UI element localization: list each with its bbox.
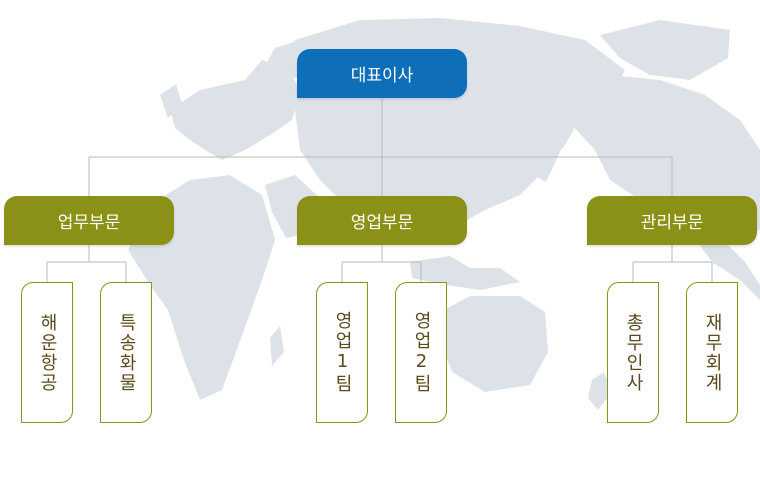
map-central-america xyxy=(690,232,760,300)
team-label-shipping-air: 해운항공 xyxy=(37,312,58,393)
team-label-sales-2: 영업2팀 xyxy=(411,311,432,394)
ceo-node: 대표이사 xyxy=(297,49,467,98)
department-node-operations: 업무부문 xyxy=(4,196,174,245)
team-label-general-hr: 총무인사 xyxy=(623,312,644,393)
department-label-management: 관리부문 xyxy=(640,213,704,233)
team-node-sales-1: 영업1팀 xyxy=(316,282,368,423)
team-label-finance-accounting: 재무회계 xyxy=(702,312,723,393)
map-japan xyxy=(530,136,560,182)
map-greenland xyxy=(600,20,730,80)
map-britain xyxy=(160,84,182,118)
map-alaska xyxy=(565,72,612,104)
department-node-sales: 영업부문 xyxy=(297,196,467,245)
team-node-general-hr: 총무인사 xyxy=(607,282,659,423)
team-label-express-cargo: 특송화물 xyxy=(116,312,137,393)
ceo-label: 대표이사 xyxy=(350,66,414,86)
team-node-sales-2: 영업2팀 xyxy=(395,282,447,423)
department-label-sales: 영업부문 xyxy=(350,213,414,233)
team-node-shipping-air: 해운항공 xyxy=(21,282,73,423)
map-australia xyxy=(440,296,548,392)
map-indonesia xyxy=(410,256,520,290)
department-label-operations: 업무부문 xyxy=(57,213,121,233)
department-node-management: 관리부문 xyxy=(587,196,757,245)
team-label-sales-1: 영업1팀 xyxy=(332,311,353,394)
team-node-express-cargo: 특송화물 xyxy=(100,282,152,423)
map-europe xyxy=(170,60,300,160)
team-node-finance-accounting: 재무회계 xyxy=(686,282,738,423)
map-new-zealand xyxy=(588,372,612,410)
map-madagascar xyxy=(270,326,284,366)
